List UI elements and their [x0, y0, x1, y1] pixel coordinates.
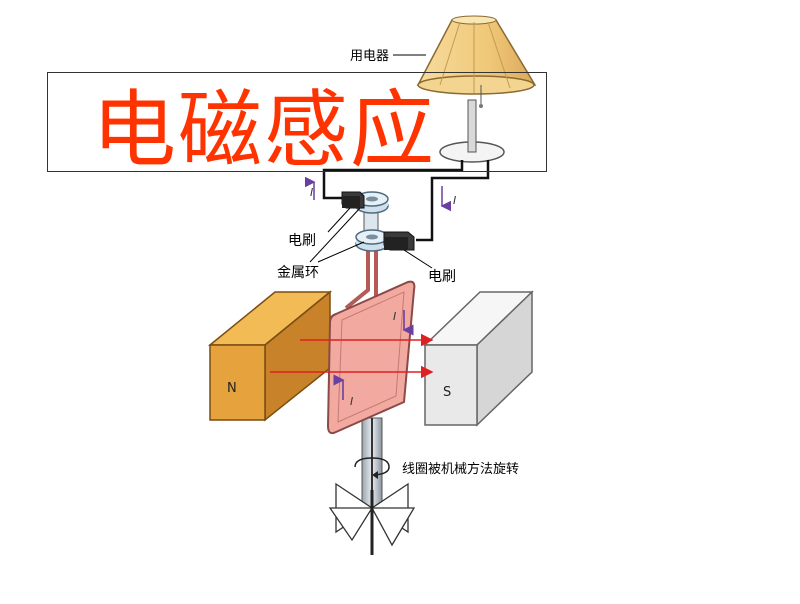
slip-ring-leader-upper [309, 207, 361, 263]
slip-rings-label: 金属环 [277, 265, 319, 281]
circuit-wires [322, 160, 490, 242]
brush-left-label: 电刷 [288, 233, 316, 249]
brush-right-leader [403, 249, 433, 269]
crank-blades [328, 482, 416, 555]
coil-leads [344, 204, 389, 310]
current-label-wire-left: I [310, 186, 313, 199]
brush-left-leader [327, 207, 351, 233]
south-pole-label: S [443, 385, 451, 400]
brush-right [383, 231, 415, 251]
slip-ring-leader-lower [317, 241, 365, 263]
north-pole-label: N [227, 381, 237, 396]
lamp-appliance [416, 15, 537, 163]
magnet-north [207, 290, 333, 422]
rotation-arrow-icon [354, 457, 390, 479]
rotating-coil [326, 280, 416, 435]
brush-right-label: 电刷 [428, 269, 456, 285]
brush-left [341, 191, 365, 209]
magnet-south [423, 290, 534, 427]
current-label-wire-right: I [453, 194, 456, 207]
current-label-coil-left: I [350, 395, 353, 408]
title-frame [47, 72, 547, 172]
page-title: 电磁感应 [92, 81, 437, 179]
appliance-label: 用电器 [350, 49, 389, 64]
rotation-label: 线圈被机械方法旋转 [402, 461, 519, 477]
current-label-coil-right: I [393, 310, 396, 323]
